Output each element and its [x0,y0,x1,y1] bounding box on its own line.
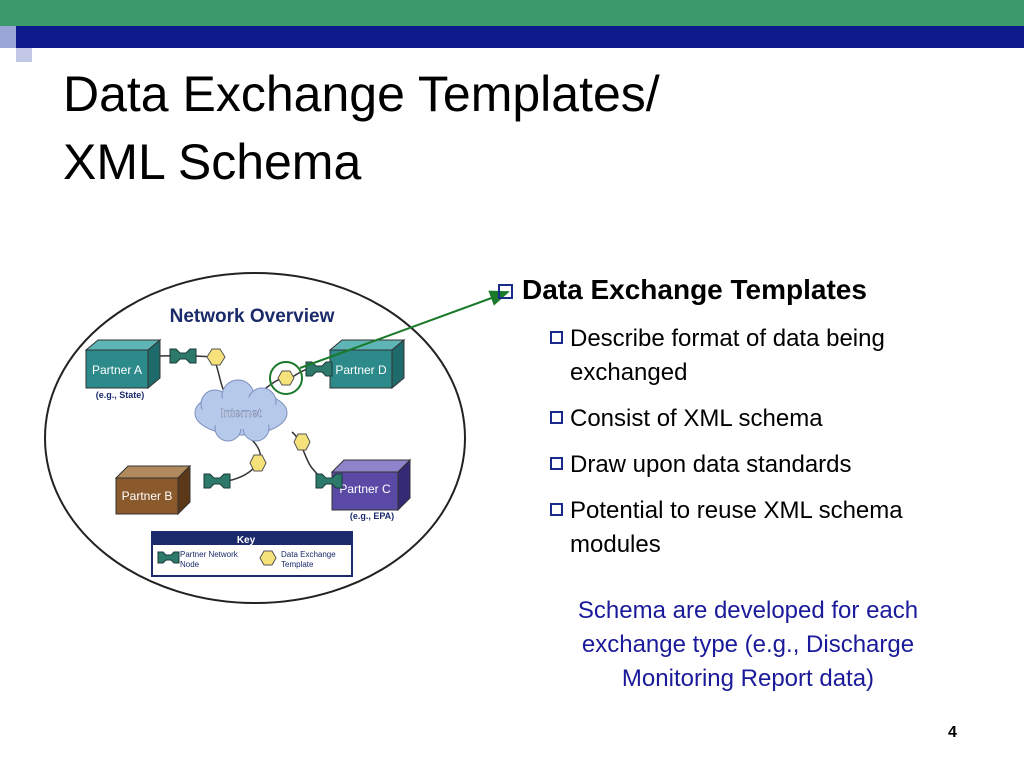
partner-c-label: Partner C [339,482,391,496]
bullet-item: Consist of XML schema [550,402,998,436]
highlight-circle [269,361,303,395]
bullet-heading: Data Exchange Templates [498,270,998,310]
data-exchange-template-icon [277,370,295,386]
diagram-key: Key Partner Network Node Data Exchange T… [151,531,353,577]
checkbox-bullet-icon [550,503,563,516]
bullet-item: Describe format of data being exchanged [550,322,998,390]
corner-square [0,26,16,48]
schema-note: Schema are developed for each exchange t… [518,594,978,696]
bullet-item-line: exchanged [570,359,688,386]
partner-a-note: (e.g., State) [96,390,145,400]
corner-square [0,48,16,62]
key-template-label-line2: Template [281,560,314,569]
key-node-label-line2: Node [180,560,200,569]
partner-network-node-icon [203,473,231,489]
data-exchange-template-icon [206,348,226,366]
data-exchange-template-icon [293,433,311,451]
bullet-item-text: Draw upon data standards [570,451,852,478]
slide-title-line2: XML Schema [63,134,362,190]
bullet-item-line: Potential to reuse XML schema [570,497,903,524]
schema-note-line3: Monitoring Report data) [621,665,875,692]
key-node-icon [157,551,180,564]
corner-square [16,48,32,62]
key-template-icon [259,550,277,566]
schema-note-line1: Schema are developed for each [577,597,919,624]
bullet-item-line: modules [570,531,661,558]
checkbox-bullet-icon [550,331,563,344]
bullet-list: Data Exchange Templates Describe format … [498,270,998,562]
bullet-item: Potential to reuse XML schema modules [550,494,998,562]
schema-note-line2: exchange type (e.g., Discharge [581,631,915,658]
data-exchange-template-icon [249,454,267,472]
key-title: Key [237,535,256,546]
checkbox-bullet-icon [498,283,513,299]
bullet-item-text: Consist of XML schema [570,405,823,432]
checkbox-bullet-icon [550,457,563,470]
partner-b-label: Partner B [122,489,173,503]
checkbox-bullet-icon [550,411,563,424]
slide-title: Data Exchange Templates/ XML Schema [63,60,660,196]
partner-network-node-icon [315,473,343,489]
partner-c-note: (e.g., EPA) [350,511,394,521]
top-banner-green [0,0,1024,26]
bullet-item: Draw upon data standards [550,448,998,482]
partner-d-node: Partner D [328,338,406,390]
key-template-label-line1: Data Exchange [281,550,336,559]
key-node-label-line1: Partner Network [180,550,239,559]
partner-a-label: Partner A [92,363,142,377]
partner-network-node-icon [305,361,333,377]
internet-label: Internet [221,406,262,420]
top-banner-navy [0,26,1024,48]
internet-cloud: Internet [194,379,288,442]
slide-title-line1: Data Exchange Templates/ [63,66,660,122]
bullet-item-text: Describe format of data being exchanged [570,322,885,390]
partner-b-node: Partner B [114,464,192,516]
bullet-heading-text: Data Exchange Templates [522,274,867,305]
page-number: 4 [948,724,957,741]
partner-a-node: Partner A (e.g., State) [84,338,162,400]
partner-network-node-icon [169,348,197,364]
bullet-item-line: Describe format of data being [570,325,885,352]
callout-arrow [299,290,510,369]
partner-c-node: Partner C (e.g., EPA) [330,458,412,521]
bullet-item-text: Potential to reuse XML schema modules [570,494,903,562]
partner-d-label: Partner D [335,363,387,377]
diagram-title: Network Overview [170,306,335,327]
